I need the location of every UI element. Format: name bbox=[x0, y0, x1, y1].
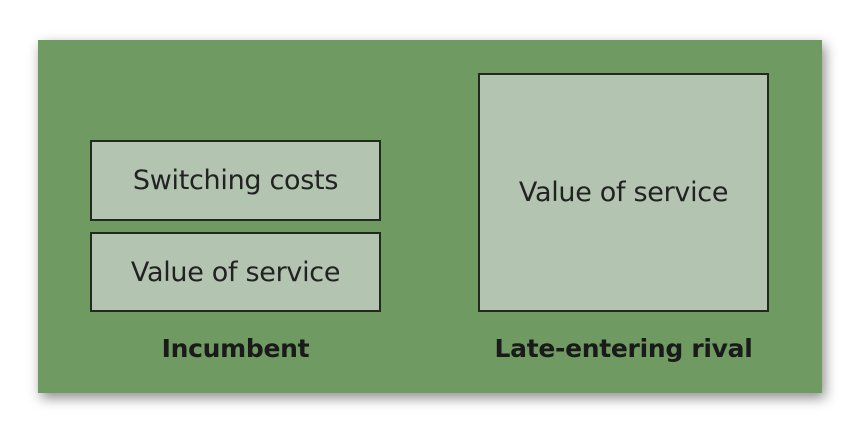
rival-label: Late-entering rival bbox=[494, 334, 753, 363]
incumbent-label: Incumbent bbox=[161, 334, 310, 363]
rival-value-of-service-text: Value of service bbox=[518, 177, 729, 208]
incumbent-value-of-service-box: Value of service bbox=[90, 232, 381, 312]
incumbent-switching-costs-text: Switching costs bbox=[132, 165, 339, 196]
diagram-panel: Switching costs Value of service Incumbe… bbox=[38, 40, 822, 393]
incumbent-value-of-service-text: Value of service bbox=[130, 256, 341, 288]
rival-value-of-service-box: Value of service bbox=[478, 73, 769, 312]
incumbent-switching-costs-box: Switching costs bbox=[90, 140, 381, 221]
